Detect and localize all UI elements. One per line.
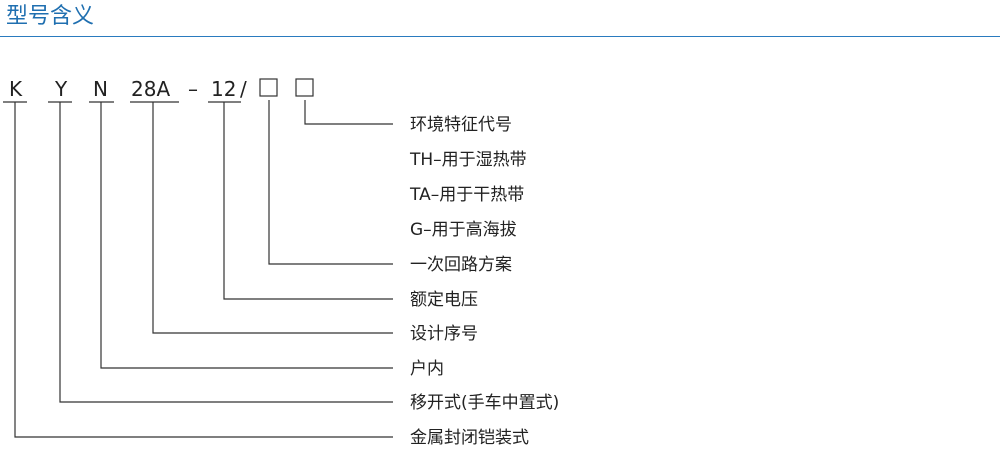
leader-scheme [268,100,393,265]
code-n: N [93,77,108,101]
label-ta: TA–用于干热带 [409,185,524,205]
label-voltage: 额定电压 [410,290,478,310]
leader-voltage [223,102,393,300]
label-g: G–用于高海拔 [410,220,517,240]
label-metal: 金属封闭铠装式 [410,428,529,448]
code-box-env [295,78,314,97]
title-divider [0,36,1000,37]
code-k: K [9,77,23,101]
code-slash: / [240,77,247,101]
code-voltage: 12 [211,77,236,101]
label-env: 环境特征代号 [410,115,512,135]
leader-metal [14,102,393,438]
page-title: 型号含义 [6,4,95,29]
leader-design [152,102,393,334]
code-box-scheme [259,78,278,97]
leader-indoor [100,102,393,369]
code-design: 28A [131,77,170,101]
code-y: Y [54,77,68,101]
label-indoor: 户内 [410,359,444,379]
label-removable: 移开式(手车中置式) [410,393,559,413]
label-scheme: 一次回路方案 [410,255,512,275]
leader-removable [59,102,393,403]
label-th: TH–用于湿热带 [409,150,527,170]
leader-env [304,100,393,125]
label-design: 设计序号 [410,324,478,344]
code-dash: – [188,77,198,101]
